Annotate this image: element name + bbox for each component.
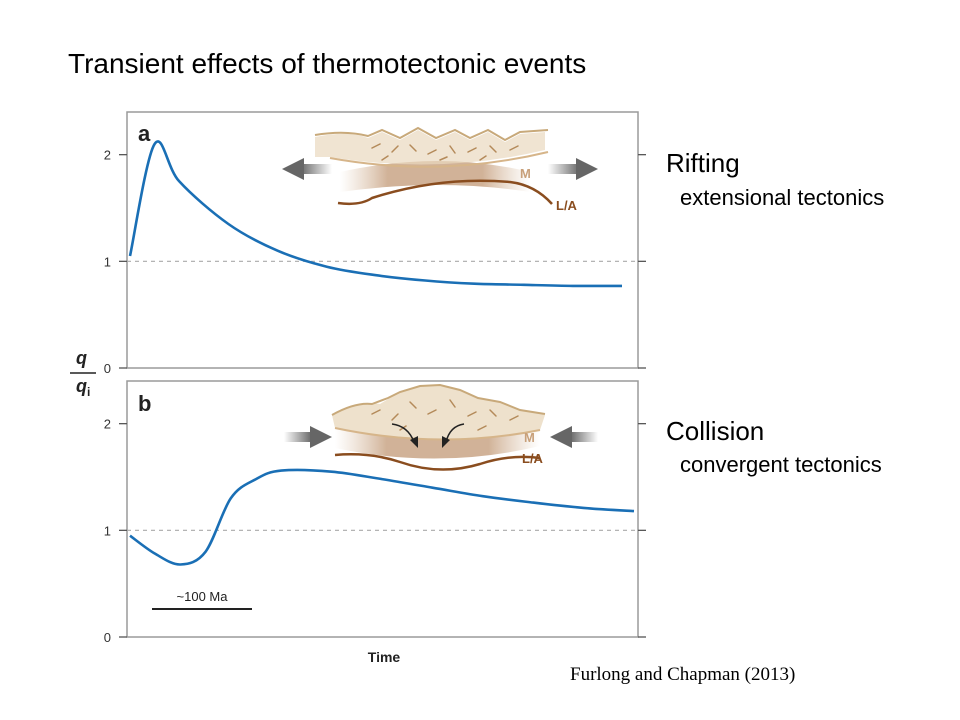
panel-a-tick-label-1: 1 — [104, 254, 111, 269]
panel-a-tick-label-2: 2 — [104, 148, 111, 163]
slide-title: Transient effects of thermotectonic even… — [68, 48, 587, 79]
collision-lab-label: L/A — [522, 451, 544, 466]
collision-left-arrowhead — [410, 436, 418, 448]
rifting-moho-line — [329, 151, 549, 168]
panel-a-label: a — [138, 121, 151, 146]
rifting-crust-texture — [371, 143, 519, 161]
rifting-mantle-zone — [340, 161, 530, 192]
panel-b-series-line — [129, 468, 635, 566]
collision-surface-line — [331, 383, 546, 416]
collision-crust — [332, 386, 545, 440]
collision-title: Collision — [666, 416, 765, 446]
collision-moho-label: M — [524, 430, 535, 445]
panel-b-tick-label-1: 1 — [104, 523, 111, 538]
rifting-moho-label: M — [520, 166, 531, 181]
panel-a-series-line — [128, 140, 623, 288]
citation: Furlong and Chapman (2013) — [570, 664, 796, 685]
panel-b-label: b — [138, 391, 151, 416]
collision-right-arrowhead — [442, 436, 450, 448]
panel-a-tick-label-0: 0 — [104, 361, 111, 376]
y-axis-label-subscript: i — [87, 385, 90, 399]
collision-inset-diagram: M L/A — [284, 383, 598, 471]
collision-crust-texture — [371, 399, 519, 431]
panel-b-ticks: 0 1 2 — [104, 417, 646, 645]
rifting-title: Rifting — [666, 148, 740, 178]
rifting-subtitle: extensional tectonics — [680, 185, 885, 210]
panel-b-tick-label-0: 0 — [104, 630, 111, 645]
y-axis-label-numerator: q — [76, 348, 87, 368]
rifting-lab-line — [337, 179, 553, 206]
rifting-lab-label: L/A — [556, 198, 578, 213]
collision-right-arrow — [550, 426, 598, 448]
collision-moho-line — [334, 427, 541, 441]
y-axis-label-denominator-q: q — [76, 376, 87, 396]
rifting-surface-line — [314, 126, 549, 142]
scale-bar-label: ~100 Ma — [177, 589, 229, 604]
rifting-crust — [315, 130, 545, 165]
rifting-left-arrow — [282, 158, 332, 180]
rifting-inset-diagram: M L/A — [282, 126, 598, 213]
collision-subtitle: convergent tectonics — [680, 452, 882, 477]
collision-lab-line — [334, 453, 541, 471]
rifting-right-arrow — [548, 158, 598, 180]
panel-a-ticks: 0 1 2 — [104, 148, 646, 376]
y-axis-label-denominator: qi — [76, 376, 90, 399]
x-axis-label: Time — [368, 649, 401, 665]
collision-left-arrow — [284, 426, 332, 448]
panel-b-tick-label-2: 2 — [104, 417, 111, 432]
